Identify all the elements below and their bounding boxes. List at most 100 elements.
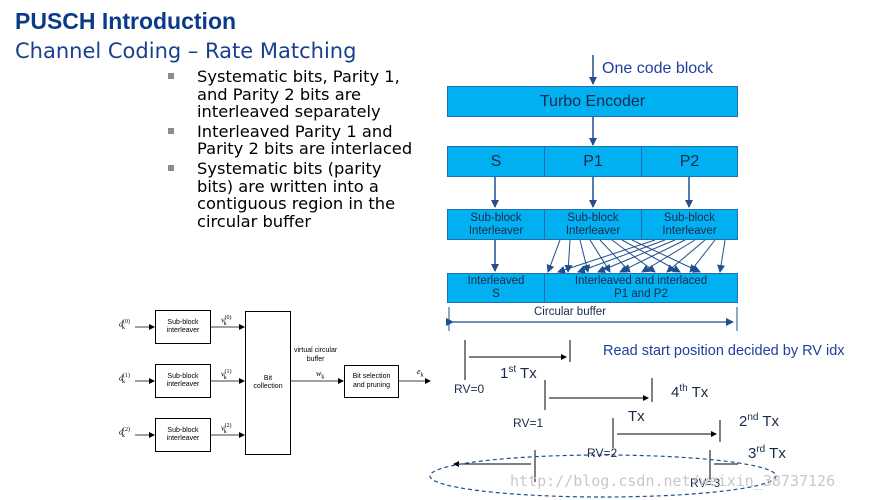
bullet-square-icon	[168, 73, 174, 79]
subblock-line1: Sub-block	[663, 211, 716, 224]
wk-label: wk	[316, 369, 324, 381]
tx2-word: Tx	[762, 413, 780, 430]
tx-mid-label: Tx	[628, 408, 645, 425]
input-d0: d(0)k	[119, 319, 130, 332]
bullet-item: Interleaved Parity 1 and Parity 2 bits a…	[167, 123, 417, 158]
input-d1-sup: (1)	[123, 373, 130, 379]
input-d0-symbol: d	[119, 319, 123, 329]
circular-buffer-wrap-ellipse	[429, 454, 777, 498]
input-d0-sub: k	[122, 325, 125, 332]
bullet-text: Systematic bits (parity bits) are writte…	[197, 158, 396, 231]
interleaved-s-line1: Interleaved	[467, 275, 525, 287]
tx1-word: Tx	[520, 365, 537, 382]
subblock-interleaver-p1: Sub-block Interleaver	[544, 209, 642, 240]
rv-note: Read start position decided by RV idx	[603, 343, 845, 359]
output-v2: v(2)k	[221, 423, 232, 436]
ek-sub: k	[420, 372, 424, 379]
tx4-num: 4	[671, 384, 680, 401]
tx2-sup: nd	[747, 412, 759, 423]
small-subblock-line1: Sub-block	[167, 372, 199, 380]
bullet-text: Systematic bits, Parity 1, and Parity 2 …	[197, 67, 400, 122]
bullet-item: Systematic bits, Parity 1, and Parity 2 …	[167, 68, 417, 121]
bit-collection-box: Bit collection	[245, 311, 291, 455]
interlaced-p1-p2-box: Interleaved and interlaced P1 and P2	[544, 273, 738, 303]
output-v0-symbol: v	[221, 315, 225, 325]
interlace-fan	[546, 239, 726, 274]
virtual-circular-buffer-label: virtual circular buffer	[294, 346, 337, 364]
output-v2-symbol: v	[221, 423, 225, 433]
small-subblock-line2: interleaver	[166, 327, 200, 334]
input-d1-symbol: d	[119, 373, 123, 383]
ek-label: ek	[417, 367, 424, 379]
output-v2-sub: k	[223, 429, 227, 436]
output-v0-sub: k	[223, 321, 227, 328]
output-v1-symbol: v	[221, 369, 225, 379]
tx1-sup: st	[508, 364, 517, 375]
bullet-item: Systematic bits (parity bits) are writte…	[167, 160, 417, 230]
small-subblock-line2: interleaver	[166, 381, 200, 388]
subblock-line2: Interleaver	[662, 224, 717, 237]
tx4-word: Tx	[691, 384, 709, 401]
small-subblock-line1: Sub-block	[167, 426, 199, 434]
selection-line2: and pruning	[353, 381, 390, 389]
tx4-label: 4th Tx	[671, 383, 708, 401]
interlaced-line1: Interleaved and interlaced	[574, 275, 708, 287]
input-d1: d(1)k	[119, 373, 130, 386]
output-v2-sup: (2)	[224, 423, 232, 429]
tx3-word: Tx	[769, 445, 786, 462]
input-d1-sub: k	[122, 379, 125, 386]
watermark-url: http://blog.csdn.net/weixin_38737126	[510, 472, 836, 490]
tx3-num: 3	[748, 445, 757, 462]
input-d2-sub: k	[122, 433, 125, 440]
subblock-interleaver-s: Sub-block Interleaver	[447, 209, 545, 240]
input-d2: d(2)k	[119, 427, 130, 440]
selection-line1: Bit selection	[352, 373, 391, 380]
bit-collection-line2: collection	[253, 383, 283, 390]
input-d0-sup: (0)	[123, 319, 130, 325]
subblock-line2: Interleaver	[468, 224, 524, 237]
tx2-label: 2nd Tx	[739, 412, 779, 430]
rv3-label: RV=3	[690, 476, 721, 490]
ek-symbol: e	[417, 367, 421, 376]
subblock-line2: Interleaver	[565, 224, 621, 237]
input-d2-sup: (2)	[123, 427, 130, 433]
bit-collection-line1: Bit	[263, 374, 273, 382]
wk-sub: k	[321, 374, 325, 381]
virtual-buffer-line1: virtual circular	[294, 347, 338, 354]
output-v1: v(1)k	[221, 369, 232, 382]
output-v1-sup: (1)	[224, 369, 232, 375]
output-v0: v(0)k	[221, 315, 232, 328]
circular-buffer-label: Circular buffer	[534, 306, 607, 318]
stream-s-box: S	[447, 146, 545, 177]
small-subblock-interleaver-1: Sub-block interleaver	[155, 364, 211, 398]
small-subblock-interleaver-2: Sub-block interleaver	[155, 418, 211, 452]
interleaved-s-box: Interleaved S	[447, 273, 545, 303]
small-subblock-line1: Sub-block	[167, 318, 199, 326]
block-diagram-connectors	[135, 324, 431, 438]
interleaved-s-line2: S	[492, 288, 500, 300]
rv1-label: RV=1	[513, 416, 544, 430]
bullet-list: Systematic bits, Parity 1, and Parity 2 …	[167, 68, 417, 232]
small-subblock-interleaver-0: Sub-block interleaver	[155, 310, 211, 344]
tx2-num: 2	[739, 413, 748, 430]
tx3-label: 3rd Tx	[748, 444, 786, 462]
stream-p2-box: P2	[641, 146, 738, 177]
tx1-num: 1	[500, 365, 509, 382]
rv0-label: RV=0	[454, 382, 485, 396]
turbo-encoder-box: Turbo Encoder	[447, 86, 738, 117]
subblock-line1: Sub-block	[470, 211, 522, 224]
page-title: PUSCH Introduction	[15, 8, 237, 34]
bullet-square-icon	[168, 164, 174, 171]
one-code-block-label: One code block	[602, 60, 714, 77]
tx1-label: 1st Tx	[500, 364, 537, 382]
subblock-line1: Sub-block	[567, 211, 619, 224]
stream-p1-box: P1	[544, 146, 642, 177]
bit-selection-pruning-box: Bit selection and pruning	[344, 365, 399, 398]
input-d2-symbol: d	[119, 427, 123, 437]
subblock-interleaver-p2: Sub-block Interleaver	[641, 209, 738, 240]
wk-symbol: w	[316, 369, 322, 378]
small-subblock-line2: interleaver	[166, 435, 200, 442]
output-v1-sub: k	[223, 375, 227, 382]
tx4-sup: th	[679, 383, 688, 394]
